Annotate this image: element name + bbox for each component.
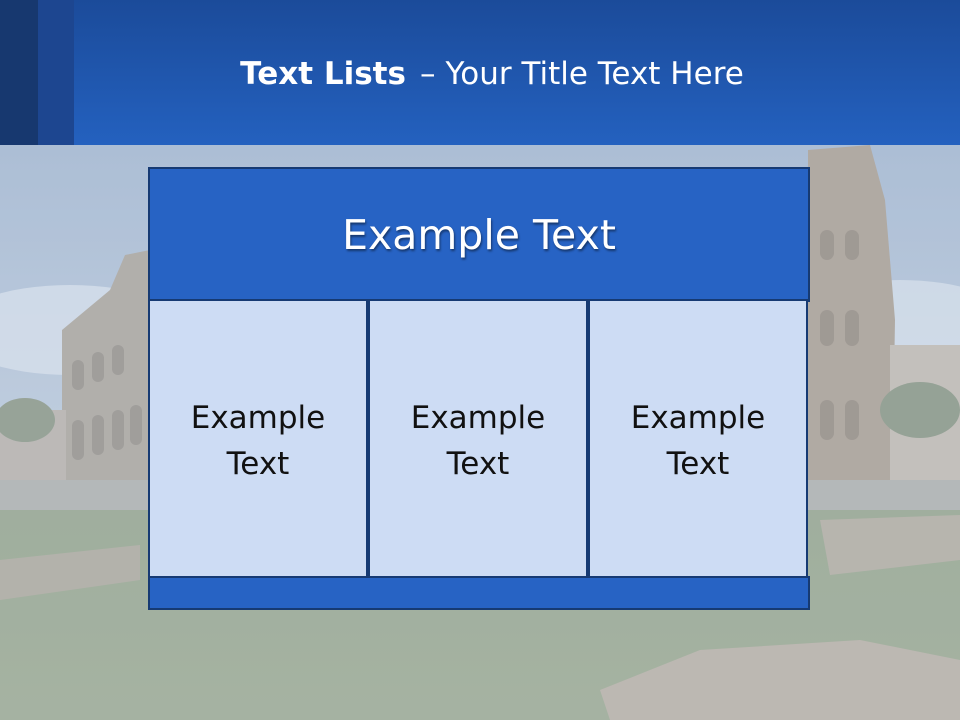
list-header-box: Example Text <box>148 167 810 302</box>
title-bar-stripe <box>38 0 74 145</box>
list-footer-bar <box>148 576 810 610</box>
list-header-text: Example Text <box>342 210 616 259</box>
slide-title: Text Lists–Your Title Text Here <box>0 52 960 96</box>
list-item-box: Example Text <box>588 299 808 578</box>
list-item-text: Example Text <box>630 399 766 482</box>
title-bar-stripe <box>0 0 38 145</box>
slide-title-rest: Your Title Text Here <box>445 56 744 92</box>
list-item-box: Example Text <box>368 299 588 578</box>
list-item-box: Example Text <box>148 299 368 578</box>
slide-title-bold: Text Lists <box>240 56 406 92</box>
list-item-text: Example Text <box>190 399 326 482</box>
slide-title-separator: – <box>419 56 436 92</box>
title-bar: Text Lists–Your Title Text Here <box>0 0 960 145</box>
list-item-text: Example Text <box>410 399 546 482</box>
